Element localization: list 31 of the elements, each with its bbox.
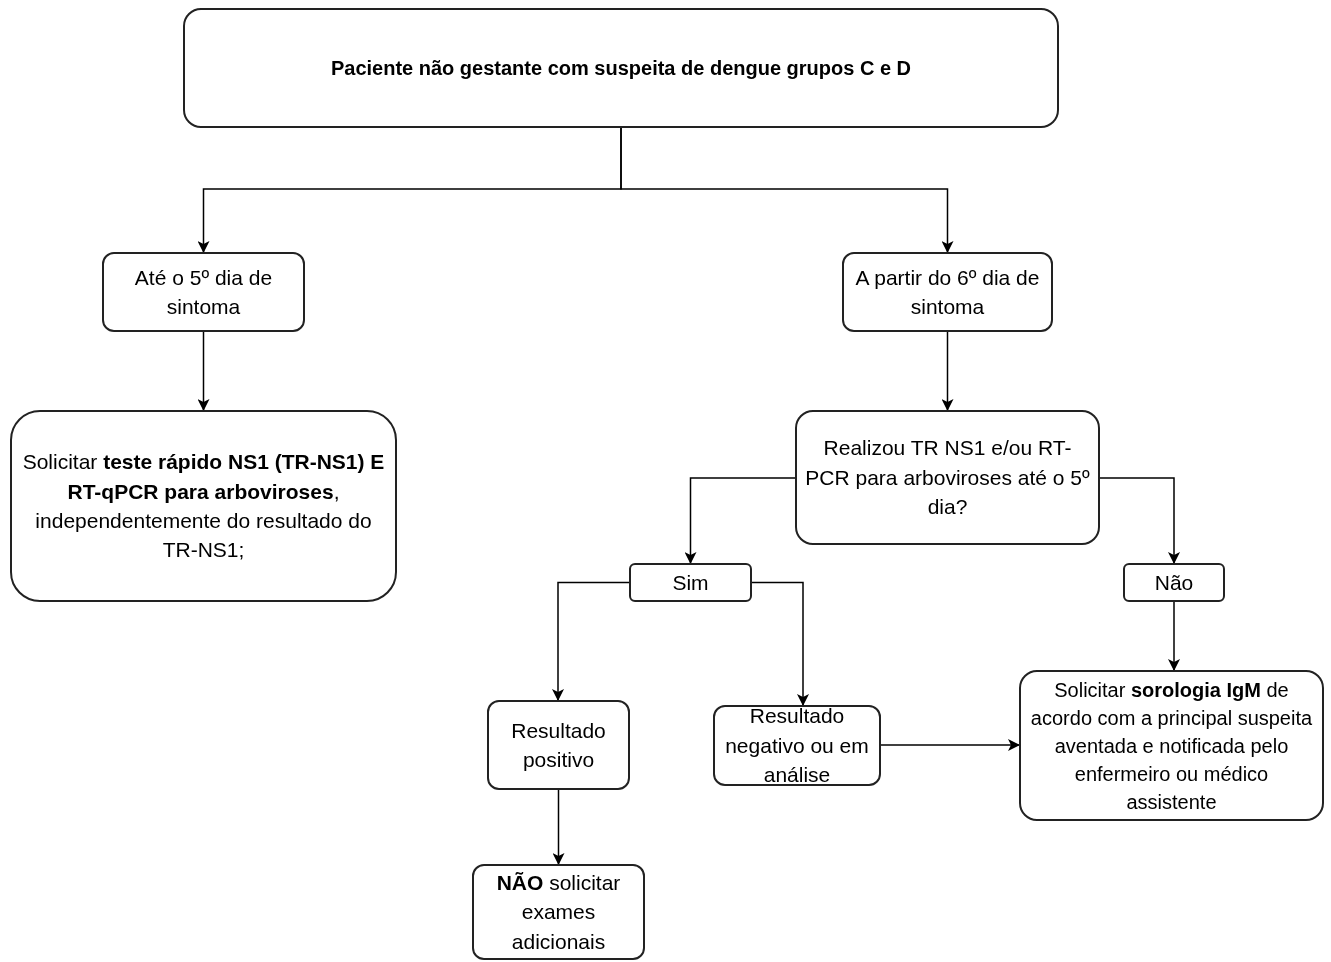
box-text: Até o 5º dia de sintoma [133,264,274,320]
box-text: Paciente não gestante com suspeita de dengue grupos C e D [330,56,912,81]
process-box [842,252,1053,332]
box-text: Resultado positivo [510,717,607,773]
process-box [1123,563,1225,602]
process-box [472,864,645,960]
arrow [552,789,565,865]
arrow [620,127,954,253]
arrow [751,581,809,706]
process-box [102,252,305,332]
box-text: Solicitar sorologia IgM de acordo com a principal suspeita aventada e notificada pelo enfermeiro ou médico assistente [1029,677,1314,815]
process-box [629,563,752,602]
box-text: NÃO solicitar exames adicionais [495,869,622,955]
box-text: Não [1154,569,1194,596]
box-text: Solicitar teste rápido NS1 (TR-NS1) E RT-qPCR para arboviroses, independentemente do resultado do TR-NS1; [21,449,386,564]
arrow [197,331,210,411]
process-box [795,410,1100,545]
process-box [10,410,397,602]
process-box [487,700,630,790]
box-text: Resultado negativo ou em análise [724,703,870,789]
process-box [713,705,881,786]
box-text: A partir do 6º dia de sintoma [854,264,1041,320]
arrow [552,581,630,701]
box-text: Realizou TR NS1 e/ou RT-PCR para arboviroses até o 5º dia? [805,435,1090,521]
arrow [880,739,1020,751]
arrow [941,331,954,411]
arrow [1099,477,1180,564]
arrow [684,477,796,564]
box-text: Sim [672,569,709,596]
process-box [183,8,1059,128]
arrow [1168,601,1180,671]
